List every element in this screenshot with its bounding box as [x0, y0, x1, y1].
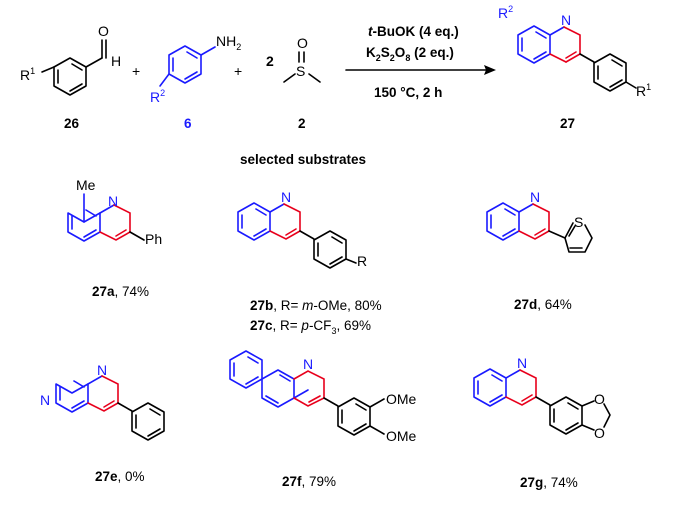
compound-label-2: 2	[298, 116, 306, 131]
phenyl-group: Ph	[145, 231, 162, 247]
condition-base: t-BuOK (4 eq.)	[368, 24, 459, 39]
atom-nh2: NH2	[216, 33, 241, 52]
substrate-27f: N OMe OMe 27f, 79%	[229, 350, 417, 489]
plus-sign-2: +	[234, 63, 242, 79]
atom-n-pyridine: N	[40, 392, 50, 408]
substrate-27g: N O O 27g, 74%	[473, 355, 611, 490]
condition-temp-time: 150 °C, 2 h	[374, 85, 442, 100]
caption-27f: 27f, 79%	[282, 474, 336, 489]
methoxy-group-1: OMe	[386, 391, 417, 407]
condition-oxidant: K2S2O8 (2 eq.)	[366, 45, 454, 63]
dmso-equivalents: 2	[266, 53, 274, 69]
substituent-r2: R2	[150, 88, 165, 105]
reactant-benzaldehyde: O H R1 26	[20, 23, 121, 131]
atom-n: N	[530, 189, 540, 205]
atom-n: N	[561, 12, 571, 28]
compound-label-6: 6	[184, 116, 192, 131]
methyl-group: Me	[76, 177, 96, 193]
plus-sign-1: +	[132, 63, 140, 79]
product-quinoline: N R1 R2 27	[498, 4, 651, 131]
atom-n: N	[303, 356, 313, 372]
substrate-27a: Me N Ph 27a, 74%	[67, 177, 162, 299]
caption-27c: 27c, R= p-CF3, 69%	[250, 318, 371, 336]
substrate-27e: N N 27e, 0%	[40, 362, 165, 484]
caption-27g: 27g, 74%	[520, 475, 578, 490]
reaction-arrow-head	[484, 65, 496, 75]
reactant-aniline: NH2 R2 6	[150, 33, 241, 131]
reactant-dmso: 2 O S 2	[266, 35, 321, 131]
atom-n: N	[281, 189, 291, 205]
atom-n: N	[517, 355, 527, 371]
substituent-r1: R1	[636, 82, 651, 99]
reaction-conditions: t-BuOK (4 eq.) K2S2O8 (2 eq.) 150 °C, 2 …	[345, 24, 496, 100]
atom-s: S	[296, 63, 305, 79]
caption-27e: 27e, 0%	[95, 469, 145, 484]
substrate-27b: N R 27b, R= m-OMe, 80% 27c, R= p-CF3, 69…	[237, 189, 382, 336]
caption-27b: 27b, R= m-OMe, 80%	[250, 298, 382, 313]
atom-n-quinoline: N	[97, 362, 107, 378]
caption-27d: 27d, 64%	[514, 297, 572, 312]
compound-label-26: 26	[64, 116, 80, 131]
compound-label-27: 27	[560, 116, 575, 131]
atom-n: N	[108, 193, 118, 209]
methoxy-group-2: OMe	[386, 428, 417, 444]
substituent-r1: R1	[20, 66, 35, 83]
section-title: selected substrates	[240, 152, 366, 167]
atom-o-1: O	[594, 391, 605, 407]
caption-27a: 27a, 74%	[92, 284, 149, 299]
substituent-r: R	[357, 253, 367, 269]
substrate-27d: N S 27d, 64%	[486, 189, 593, 312]
atom-s: S	[574, 214, 583, 230]
atom-h: H	[111, 53, 121, 69]
atom-o: O	[98, 23, 109, 39]
substituent-r2: R2	[498, 4, 513, 21]
atom-o-2: O	[594, 425, 605, 441]
atom-o: O	[297, 35, 308, 51]
